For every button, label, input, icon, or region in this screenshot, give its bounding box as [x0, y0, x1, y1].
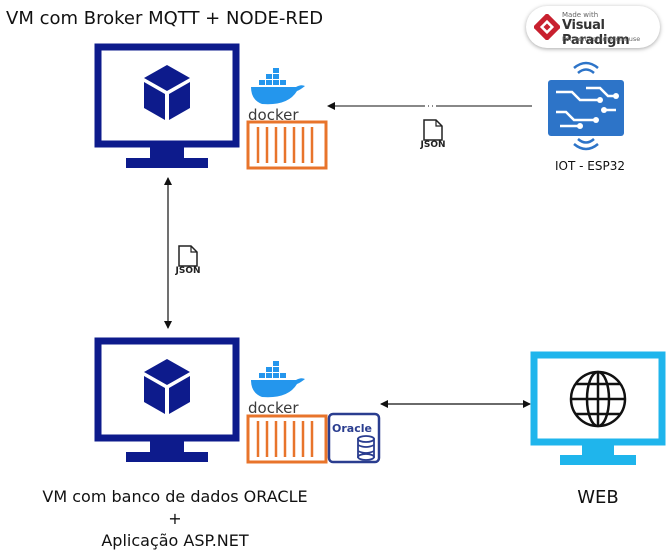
- iot-esp32-icon: [548, 61, 624, 151]
- watermark-brand: Visual Paradigm: [562, 18, 630, 48]
- bottom-vm-cube-icon: [144, 359, 190, 414]
- diagram-title: VM com Broker MQTT + NODE-RED: [6, 8, 324, 29]
- visual-paradigm-watermark: Made with Visual Paradigm For non-commer…: [526, 6, 660, 48]
- top-vm-monitor-icon: [94, 43, 240, 168]
- bottom-container-icon: [246, 414, 328, 464]
- bottom-docker-icon: docker: [248, 361, 305, 417]
- web-caption: WEB: [577, 487, 619, 508]
- bottom-vm-caption-line3: Aplicação ASP.NET: [101, 531, 249, 550]
- iot-caption: IOT - ESP32: [555, 159, 625, 173]
- bottom-vm-caption-line1: VM com banco de dados ORACLE: [42, 487, 308, 506]
- web-monitor-icon: [530, 351, 666, 465]
- bottom-vm-caption-line2: +: [168, 509, 182, 528]
- top-container-icon: [246, 120, 328, 170]
- bottom-vm-caption: VM com banco de dados ORACLE + Aplicação…: [20, 486, 330, 552]
- top-vm-cube-icon: [144, 65, 190, 120]
- globe-icon: [569, 370, 627, 428]
- json-file-icon-vertical: JSON: [174, 245, 201, 276]
- bottom-vm-monitor-icon: [94, 337, 240, 462]
- json-file-icon: JSON: [419, 119, 446, 150]
- bottom-docker-label: docker: [248, 399, 299, 417]
- json-label-vertical: JSON: [174, 266, 200, 276]
- watermark-note: For non-commercial use: [562, 35, 641, 43]
- top-docker-icon: docker: [248, 68, 305, 124]
- oracle-database-icon: Oracle: [327, 412, 381, 464]
- json-label-top: JSON: [419, 140, 445, 150]
- watermark-made-with: Made with: [562, 11, 599, 19]
- oracle-label: Oracle: [332, 422, 372, 435]
- top-docker-label: docker: [248, 106, 299, 124]
- visual-paradigm-logo-icon: [534, 14, 560, 40]
